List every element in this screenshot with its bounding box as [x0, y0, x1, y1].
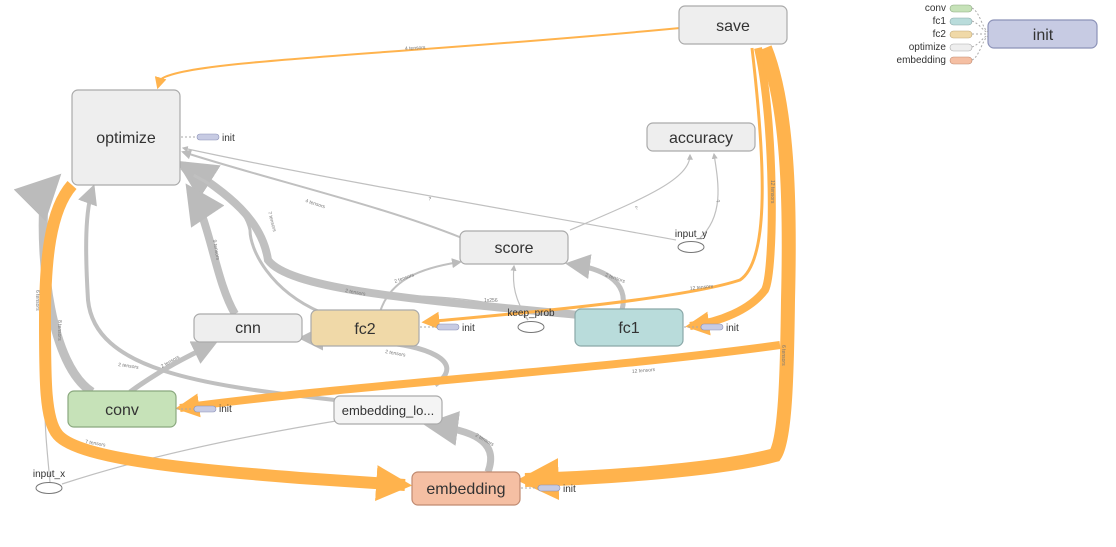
edge-label-save-optimize: 4 tensors — [405, 45, 426, 52]
edge-label-save-conv: 12 tensors — [632, 367, 656, 375]
node-fc2[interactable]: fc2 — [310, 309, 420, 347]
node-label-cnn: cnn — [235, 320, 261, 337]
init-stub-label-optimize: init — [222, 133, 235, 144]
edge-inputy-accuracy — [699, 152, 719, 239]
edge-label-emblookup-optimize: 2 tensors — [118, 362, 140, 371]
node-label-fc2: fc2 — [354, 321, 375, 338]
edge-save-optimize — [154, 27, 681, 90]
edge-save-conv — [175, 341, 781, 418]
node-label-save: save — [716, 18, 750, 35]
placeholder-label-input-y: input_y — [675, 229, 707, 240]
edge-score-accuracy — [569, 153, 693, 231]
edge-inputx-emblookup — [61, 417, 344, 485]
node-label-accuracy: accuracy — [669, 130, 733, 147]
node-init[interactable]: init — [987, 19, 1098, 49]
node-embedding-lookup[interactable]: embedding_lo... — [333, 395, 443, 425]
legend-label-fc1: fc1 — [933, 16, 947, 27]
edge-save-embedding — [516, 45, 796, 501]
edge-save-fc1 — [685, 47, 776, 336]
node-conv[interactable]: conv — [67, 390, 177, 428]
node-optimize[interactable]: optimize — [71, 89, 181, 186]
legend-item-conv[interactable]: conv — [925, 3, 989, 33]
placeholder-input-y[interactable]: input_y — [675, 229, 707, 253]
legend-item-embedding[interactable]: embedding — [897, 35, 989, 66]
edge-label-save-embedding: 6 tensors — [780, 345, 786, 366]
edge-cnn-optimize — [185, 183, 239, 317]
init-stub-label-conv: init — [219, 404, 232, 415]
edge-label-conv-optimize2: 8 tensors — [56, 320, 62, 341]
legend: conv fc1 fc2 optimize embedding — [897, 3, 989, 66]
placeholder-label-keep-prob: keep_prob — [507, 308, 555, 319]
node-label-embedding: embedding — [426, 481, 505, 498]
init-stub-embedding[interactable]: init — [521, 484, 576, 495]
edge-fc2-optimize — [180, 168, 321, 314]
edge-save-fc2 — [421, 47, 764, 330]
edge-conv-cnn — [128, 341, 218, 395]
init-stub-label-embedding: init — [563, 484, 576, 495]
legend-item-fc1[interactable]: fc1 — [933, 16, 989, 34]
legend-label-embedding: embedding — [897, 55, 946, 66]
node-save[interactable]: save — [678, 5, 788, 45]
node-label-fc1: fc1 — [618, 320, 639, 337]
edge-label-inputx-conv: 7 tensors — [85, 439, 107, 449]
legend-label-optimize: optimize — [909, 42, 947, 53]
node-cnn[interactable]: cnn — [193, 313, 303, 343]
edge-label-fc2-score: 2 tensors — [394, 272, 416, 285]
node-label-optimize: optimize — [96, 130, 156, 147]
init-stub-label-fc1: init — [726, 323, 739, 334]
edge-optimize-embedding — [38, 181, 413, 502]
edge-label-cnn-optimize: 9 tensors — [211, 239, 221, 261]
node-fc1[interactable]: fc1 — [574, 308, 684, 347]
node-accuracy[interactable]: accuracy — [646, 122, 756, 152]
edge-keepprob-score — [510, 264, 529, 321]
node-label-init: init — [1033, 27, 1054, 44]
node-label-score: score — [494, 240, 533, 257]
edge-label-save-fc1: 12 tensors — [769, 180, 775, 204]
placeholder-label-input-x: input_x — [33, 469, 65, 480]
edge-label-inputy-optimize: ? — [428, 196, 432, 202]
init-stub-conv[interactable]: init — [177, 404, 232, 415]
init-stub-fc2[interactable]: init — [420, 323, 475, 334]
legend-label-fc2: fc2 — [933, 29, 947, 40]
edge-label-score-accuracy: ? — [634, 205, 639, 212]
init-stub-optimize[interactable]: init — [181, 133, 235, 144]
edge-inputy-optimize — [181, 146, 677, 241]
node-embedding[interactable]: embedding — [411, 471, 521, 506]
init-stub-fc1[interactable]: init — [684, 323, 739, 334]
edge-label-fc2-optimize: 7 tensors — [266, 211, 277, 233]
edge-conv-optimize — [13, 173, 95, 396]
placeholder-keep-prob[interactable]: keep_prob — [507, 308, 555, 333]
placeholder-input-x[interactable]: input_x — [33, 469, 65, 494]
edge-fc2-score — [379, 258, 462, 313]
edge-label-inputy-accuracy: ? — [714, 199, 720, 203]
edge-label-score-optimize: 4 tensors — [304, 198, 326, 210]
legend-item-fc2[interactable]: fc2 — [933, 29, 988, 40]
edge-label-fc2-score2: 1x256 — [484, 298, 498, 304]
edge-label-conv-optimize: 6 tensors — [34, 290, 40, 311]
edge-labels: 4 tensors 12 tensors 12 tensors 12 tenso… — [34, 45, 786, 449]
edge-label-emblookup-cnn: 2 tensors — [385, 349, 407, 359]
node-label-conv: conv — [105, 402, 139, 419]
legend-label-conv: conv — [925, 3, 946, 14]
edge-embedding-emblookup — [423, 411, 495, 474]
init-stub-label-fc2: init — [462, 323, 475, 334]
edge-label-save-fc1b: 12 tensors — [690, 284, 714, 292]
legend-item-optimize[interactable]: optimize — [909, 34, 989, 53]
edge-keepprob-fc2 — [419, 295, 529, 321]
edge-label-fc1-score2: 2 tensors — [345, 288, 367, 298]
node-score[interactable]: score — [459, 230, 569, 265]
node-label-embedding-lookup: embedding_lo... — [342, 403, 435, 418]
orange-edges — [38, 27, 796, 502]
edge-emblookup-optimize — [78, 184, 336, 402]
